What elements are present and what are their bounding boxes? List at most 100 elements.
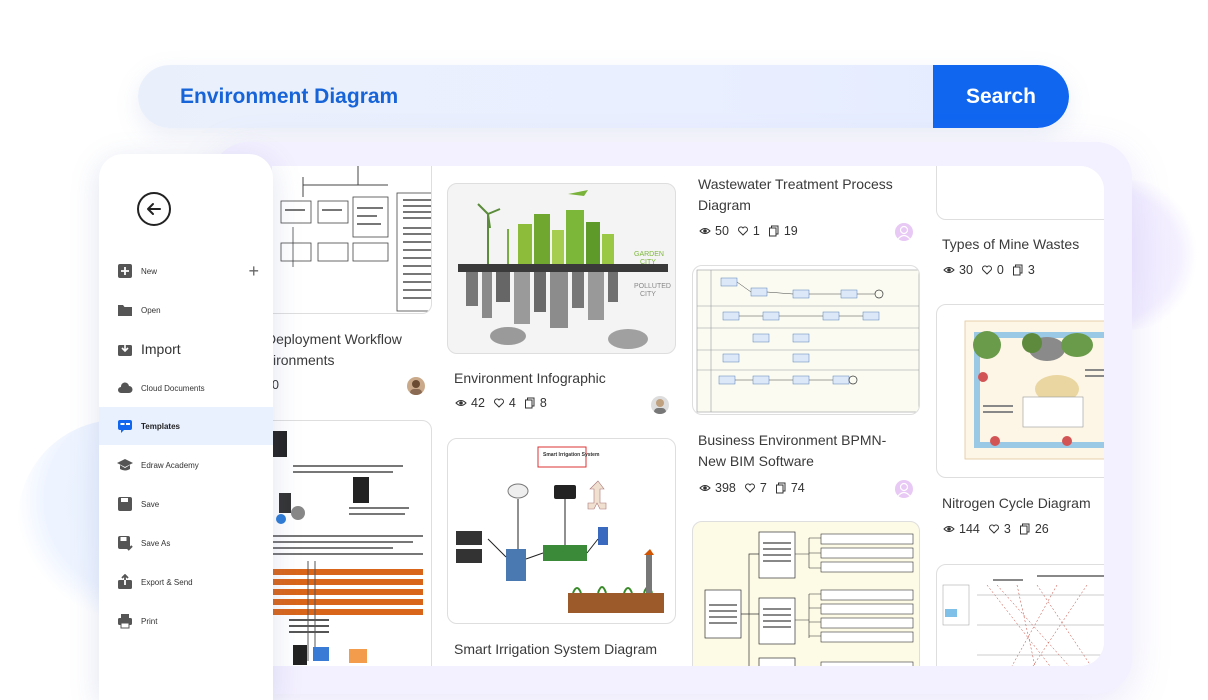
template-stats-deployment-workflow: 0: [272, 378, 279, 392]
copy-count: 19: [783, 224, 798, 238]
copy-icon: [524, 397, 535, 409]
sidebar-item-cloud-documents[interactable]: Cloud Documents: [99, 369, 273, 407]
sidebar-item-label: Save: [141, 499, 160, 509]
sidebar-item-label: Import: [141, 341, 181, 357]
search-input[interactable]: [138, 65, 933, 128]
view-count: 50: [715, 224, 729, 238]
garden-city-label: GARDEN: [634, 251, 664, 258]
like-count: 0: [996, 263, 1004, 277]
template-thumbnail-mine-wastes[interactable]: [936, 166, 1104, 220]
sidebar-item-label: Open: [141, 305, 161, 315]
sidebar-item-save[interactable]: Save: [99, 485, 273, 523]
templates-grid: Deployment Workflow vironments 0: [272, 166, 1104, 666]
like-count: 1: [752, 224, 760, 238]
sidebar: New + Open Import Cloud Documents Templa…: [99, 154, 273, 700]
sidebar-item-export-send[interactable]: Export & Send: [99, 563, 273, 601]
template-title-mine-wastes[interactable]: Types of Mine Wastes: [942, 236, 1080, 252]
view-count: 42: [471, 396, 485, 410]
sidebar-item-open[interactable]: Open: [99, 291, 273, 329]
svg-text:CITY: CITY: [640, 291, 656, 298]
template-thumbnail-environment-infographic[interactable]: GARDEN CITY POLLUTED CITY: [447, 183, 676, 354]
print-icon: [118, 614, 132, 629]
sidebar-item-print[interactable]: Print: [99, 602, 273, 640]
eye-icon: [943, 526, 955, 532]
heart-icon: [737, 226, 748, 236]
view-count: 0: [272, 378, 279, 392]
author-avatar[interactable]: [651, 396, 669, 414]
copy-count: 8: [539, 396, 547, 410]
template-title-business-environment-bpmn[interactable]: Business Environment BPMN- New BIM Softw…: [698, 432, 887, 469]
sidebar-item-label: Cloud Documents: [141, 383, 205, 393]
copy-icon: [775, 482, 786, 494]
sidebar-item-label: Print: [141, 616, 158, 626]
template-thumbnail-deployment-workflow[interactable]: [272, 166, 432, 314]
author-avatar[interactable]: [407, 377, 425, 395]
view-count: 398: [715, 481, 736, 495]
template-thumbnail-business-environment-bpmn[interactable]: [692, 265, 920, 415]
template-title-smart-irrigation[interactable]: Smart Irrigation System Diagram: [454, 641, 658, 657]
copy-count: 3: [1027, 263, 1035, 277]
copy-icon: [1019, 523, 1030, 535]
save-as-icon: [118, 536, 133, 551]
search-bar: Search: [138, 65, 1069, 128]
template-thumbnail-green-space-planning[interactable]: [692, 521, 920, 666]
eye-icon: [943, 267, 955, 273]
search-button[interactable]: Search: [933, 65, 1069, 128]
sidebar-item-label: New: [141, 266, 158, 276]
template-title-environment-infographic[interactable]: Environment Infographic: [454, 370, 606, 386]
heart-icon: [981, 265, 992, 275]
graduation-cap-icon: [117, 459, 133, 471]
irrigation-diagram-title: Smart Irrigation System: [543, 452, 600, 458]
sidebar-item-import[interactable]: Import: [99, 330, 273, 368]
copy-icon: [1012, 264, 1023, 276]
svg-text:CITY: CITY: [640, 259, 656, 266]
folder-icon: [118, 305, 132, 316]
back-button[interactable]: [137, 192, 171, 226]
template-thumbnail-smart-irrigation[interactable]: Smart Irrigation System: [447, 438, 676, 624]
heart-icon: [744, 483, 755, 493]
template-stats-mine-wastes: 30 0 3: [943, 263, 1039, 277]
sidebar-item-edraw-academy[interactable]: Edraw Academy: [99, 446, 273, 484]
new-icon: [118, 264, 132, 278]
eye-icon: [455, 400, 467, 406]
import-icon: [118, 343, 132, 356]
template-thumbnail-network-deployment[interactable]: [272, 420, 432, 666]
sidebar-item-templates[interactable]: Templates: [99, 407, 273, 445]
sidebar-item-new[interactable]: New +: [99, 252, 273, 290]
sidebar-item-label: Templates: [141, 421, 180, 431]
copy-count: 26: [1034, 522, 1049, 536]
template-stats-business-environment-bpmn: 398 7 74: [699, 481, 809, 495]
template-stats-nitrogen-cycle: 144 3 26: [943, 522, 1053, 536]
template-stats-wastewater-treatment: 50 1 19: [699, 224, 802, 238]
heart-icon: [493, 398, 504, 408]
author-avatar[interactable]: [895, 223, 913, 241]
sidebar-item-label: Export & Send: [141, 577, 193, 587]
sidebar-item-save-as[interactable]: Save As: [99, 524, 273, 562]
export-icon: [118, 574, 132, 589]
like-count: 4: [508, 396, 516, 410]
templates-icon: [118, 420, 132, 433]
author-avatar[interactable]: [895, 480, 913, 498]
template-title-nitrogen-cycle[interactable]: Nitrogen Cycle Diagram: [942, 495, 1091, 511]
heart-icon: [988, 524, 999, 534]
view-count: 30: [959, 263, 973, 277]
eye-icon: [699, 228, 711, 234]
view-count: 144: [959, 522, 980, 536]
template-title-wastewater-treatment[interactable]: Wastewater Treatment Process Diagram: [698, 176, 893, 213]
like-count: 7: [759, 481, 767, 495]
cloud-icon: [118, 382, 133, 393]
plus-icon[interactable]: +: [248, 261, 259, 281]
svg-text:POLLUTED: POLLUTED: [634, 283, 671, 290]
sidebar-item-label: Edraw Academy: [141, 460, 199, 470]
save-icon: [118, 497, 132, 511]
copy-count: 74: [790, 481, 805, 495]
arrow-left-icon: [147, 203, 161, 215]
copy-icon: [768, 225, 779, 237]
sidebar-item-label: Save As: [141, 538, 171, 548]
eye-icon: [699, 485, 711, 491]
like-count: 3: [1003, 522, 1011, 536]
template-thumbnail-data-network[interactable]: [936, 564, 1104, 666]
template-thumbnail-nitrogen-cycle[interactable]: [936, 304, 1104, 478]
template-stats-environment-infographic: 42 4 8: [455, 396, 551, 410]
template-title-deployment-workflow[interactable]: Deployment Workflow vironments: [272, 331, 402, 368]
